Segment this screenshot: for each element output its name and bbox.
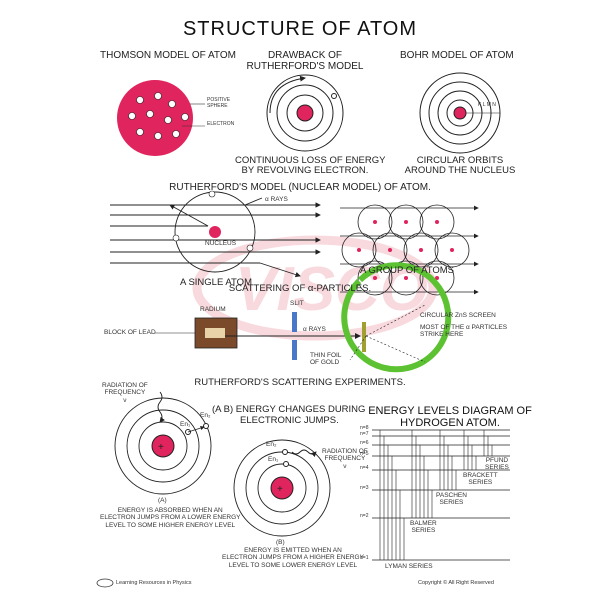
thomson-title: THOMSON MODEL OF ATOM (100, 50, 236, 61)
lyman-series-label: LYMAN SERIES (385, 563, 433, 570)
drawback-caption-2: BY REVOLVING ELECTRON. (241, 165, 369, 176)
level-n1: n=1 (360, 555, 369, 561)
level-n4: n=4 (360, 465, 369, 471)
svg-text:+: + (277, 484, 283, 495)
bohr-model-diagram (419, 72, 501, 154)
drawback-title-2: RUTHERFORD'S MODEL (246, 61, 364, 72)
experiment-alpha-rays-label: α RAYS (303, 326, 326, 333)
energy-jump-b-diagram: + (233, 439, 331, 537)
radiation-b-label: RADIATION OF FREQUENCY ν (322, 448, 368, 470)
drawback-spiral-diagram (266, 74, 344, 152)
radiation-a-label: RADIATION OF FREQUENCY ν (102, 382, 148, 404)
bohr-shells-label: K L M N (478, 102, 496, 108)
level-n7: n=7 (360, 431, 369, 437)
caption-a: ENERGY IS ABSORBED WHEN AN ELECTRON JUMP… (100, 507, 241, 529)
bohr-caption-1: CIRCULAR ORBITS (416, 155, 504, 166)
caption-b: ENERGY IS EMITTED WHEN AN ELECTRON JUMPS… (222, 547, 364, 569)
level-n8: n=8 (360, 425, 369, 431)
thomson-electron-label: ELECTRON (207, 121, 235, 127)
footer-logo-icon (96, 578, 114, 588)
radium-label: RADIUM (200, 306, 226, 313)
zns-screen-label: CIRCULAR ZnS SCREEN (420, 312, 496, 319)
footer-left-text: Learning Resources in Physics (116, 580, 192, 586)
drawback-title-1: DRAWBACK OF (267, 50, 343, 61)
label-a: (A) (158, 497, 167, 504)
jumps-heading-1: (A B) ENERGY CHANGES DURING (212, 404, 366, 415)
thomson-model-diagram (117, 80, 205, 156)
en2-a-label: En₂ (200, 412, 211, 419)
bohr-caption-2: AROUND THE NUCLEUS (404, 165, 516, 176)
level-n5: n=5 (360, 451, 369, 457)
group-atoms-label: A GROUP OF ATOMS (360, 265, 454, 276)
level-n6: n=6 (360, 440, 369, 446)
jumps-heading-2: ELECTRONIC JUMPS. (240, 415, 339, 426)
bohr-title: BOHR MODEL OF ATOM (400, 50, 514, 61)
rutherford-heading: RUTHERFORD'S MODEL (NUCLEAR MODEL) OF AT… (169, 182, 431, 193)
slit-label: SLIT (290, 300, 304, 307)
page-title: STRUCTURE OF ATOM (182, 18, 418, 40)
energy-levels-diagram (372, 429, 510, 561)
single-atom-label: A SINGLE ATOM (180, 277, 252, 288)
scattering-experiment-diagram (155, 262, 452, 373)
levels-heading-1: ENERGY LEVELS DIAGRAM OF (368, 405, 532, 417)
en2-b-label: En₂ (266, 441, 277, 448)
en1-b-label: En₁ (268, 456, 279, 463)
brackett-series-label: BRACKETT SERIES (463, 472, 498, 487)
nucleus-label: NUCLEUS (205, 240, 237, 247)
energy-jump-a-diagram: + (114, 391, 212, 495)
experiment-caption: RUTHERFORD'S SCATTERING EXPERIMENTS. (194, 377, 406, 388)
label-b: (B) (276, 539, 285, 546)
pfund-series-label: PFUND SERIES (485, 457, 509, 472)
balmer-series-label: BALMER SERIES (410, 520, 437, 535)
most-particles-label: MOST OF THE α PARTICLES STRIKE HERE (420, 324, 508, 339)
svg-text:+: + (158, 442, 164, 453)
level-n3: n=3 (360, 485, 369, 491)
alpha-rays-label: α RAYS (265, 196, 288, 203)
level-n2: n=2 (360, 513, 369, 519)
levels-heading-2: HYDROGEN ATOM. (400, 417, 500, 429)
drawback-caption-1: CONTINUOUS LOSS OF ENERGY (235, 155, 386, 166)
footer-right-text: Copyright © All Right Reserved (418, 580, 494, 586)
paschen-series-label: PASCHEN SERIES (436, 492, 467, 507)
scattering-label: SCATTERING OF α-PARTICLES. (228, 283, 372, 294)
group-of-atoms-diagram (340, 204, 479, 296)
block-lead-label: BLOCK OF LEAD (104, 329, 156, 336)
thin-foil-label: THIN FOIL OF GOLD (310, 352, 342, 367)
single-atom-diagram (110, 190, 321, 278)
thomson-positive-label: POSITIVE SPHERE (207, 97, 231, 109)
en1-a-label: En₁ (180, 421, 191, 428)
